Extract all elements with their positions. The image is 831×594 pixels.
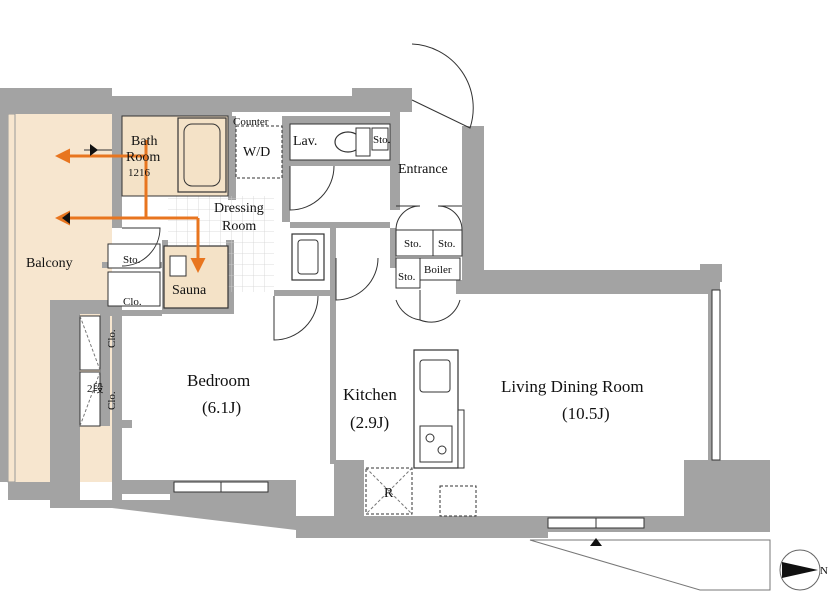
door-marker-icon — [90, 144, 98, 156]
lav-label: Lav. — [293, 134, 317, 149]
bath-size-label: 1216 — [128, 167, 151, 179]
entrance-storage — [395, 229, 463, 257]
boiler-closet — [419, 257, 461, 281]
entrance-sto-right-label: Sto. — [438, 238, 456, 250]
boiler-side-sto-label: Sto. — [398, 271, 416, 283]
step-label: 2段 — [87, 381, 104, 395]
compass-icon — [779, 549, 821, 591]
bedroom-closet-upper — [79, 315, 101, 371]
bedroom-closet-lower-label: Clo. — [106, 391, 118, 410]
sauna-heater — [169, 255, 187, 277]
dressing-room-label-1: Dressing — [214, 201, 264, 216]
fridge-label: R — [384, 486, 394, 501]
ldr-size-label: (10.5J) — [562, 404, 610, 423]
entrance-sto-left-label: Sto. — [404, 238, 422, 250]
wd-label: W/D — [243, 145, 270, 160]
washer-dryer-space — [235, 125, 283, 179]
dressing-room-label-2: Room — [222, 219, 256, 234]
sauna-label: Sauna — [172, 283, 207, 298]
bath-room-label-1: Bath — [131, 134, 157, 149]
kitchen-size-label: (2.9J) — [350, 413, 389, 432]
bath-room-label-2: Room — [126, 150, 160, 165]
bedroom-closet-upper-label: Clo. — [106, 329, 118, 348]
dressing-sto-label: Sto. — [123, 254, 141, 266]
balcony-label: Balcony — [26, 256, 73, 271]
compass-n-label: N — [820, 565, 828, 577]
bottom-balcony — [529, 539, 771, 591]
ldr-label: Living Dining Room — [501, 377, 644, 396]
living-storage — [439, 485, 477, 517]
boiler-label: Boiler — [424, 264, 452, 276]
entrance-label: Entrance — [398, 162, 448, 177]
small-closet — [107, 271, 161, 307]
flow-arrows — [55, 140, 206, 273]
small-closet-label: Clo. — [123, 296, 142, 308]
sauna-room — [163, 245, 229, 309]
toilet-tank-icon — [355, 127, 371, 157]
bedroom-label: Bedroom — [187, 371, 250, 390]
bedroom-closet-lower — [79, 371, 101, 427]
bedroom-size-label: (6.1J) — [202, 398, 241, 417]
bathtub-basin — [183, 123, 221, 187]
windows — [173, 289, 721, 529]
kitchen-stove — [419, 425, 453, 463]
lav-sto-label: Sto. — [373, 134, 391, 146]
lav-storage — [371, 127, 389, 151]
kitchen-sink — [419, 359, 451, 393]
kitchen-label: Kitchen — [343, 385, 397, 404]
entry-triangle-icon — [590, 538, 602, 546]
door-marker-icon — [62, 212, 70, 224]
counter-label: Counter — [233, 116, 269, 128]
